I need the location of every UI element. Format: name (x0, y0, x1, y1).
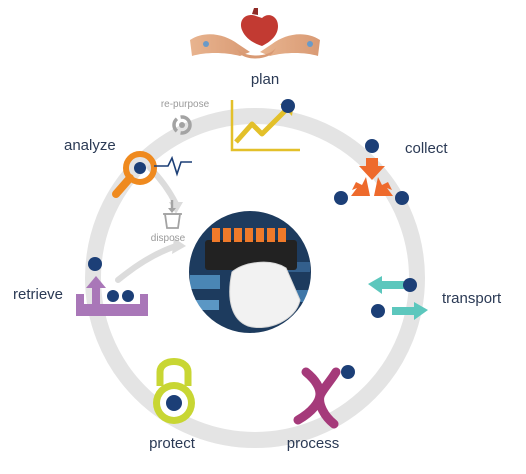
bidirectional-arrows-icon (368, 276, 428, 320)
step-label-plan: plan (251, 71, 279, 88)
converging-arrows-icon (334, 139, 409, 205)
magnifier-pulse-icon (112, 151, 192, 198)
hands-holding-heart-image (190, 8, 320, 59)
step-label-collect: collect (405, 140, 448, 157)
trending-up-chart-icon (230, 99, 300, 152)
step-label-transport: transport (442, 290, 502, 307)
inner-arrow-head-right (172, 238, 186, 254)
step-label-analyze: analyze (64, 137, 116, 154)
recycle-icon (172, 115, 192, 135)
step-label-process: process (287, 435, 340, 452)
lifecycle-ring (85, 108, 425, 448)
substep-label-dispose: dispose (151, 233, 186, 244)
process-dot (341, 365, 355, 379)
step-label-retrieve: retrieve (13, 286, 63, 303)
center-photo (188, 210, 312, 334)
trash-bin-icon (163, 200, 182, 229)
step-label-protect: protect (149, 435, 196, 452)
padlock-icon (153, 358, 195, 424)
chromosome-icon (293, 367, 341, 429)
substep-label-repurpose: re-purpose (161, 99, 210, 110)
center-photo-frame (187, 209, 313, 335)
upload-tray-icon (76, 257, 148, 316)
